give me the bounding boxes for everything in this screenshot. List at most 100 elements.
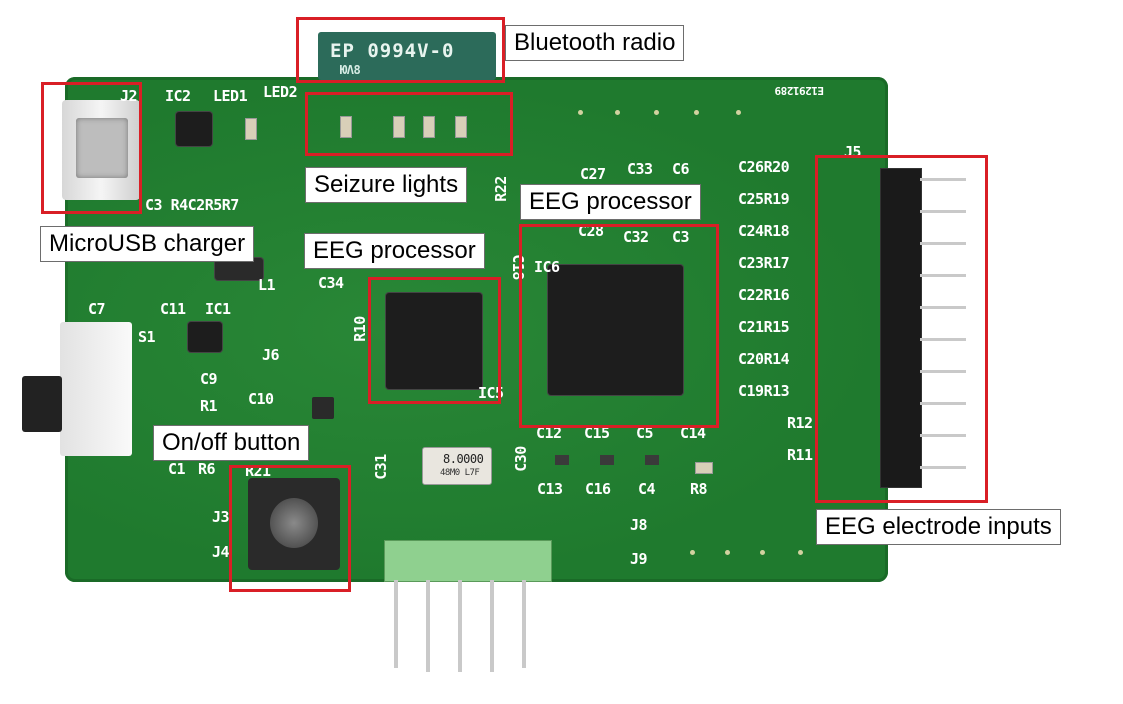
silk-c20r14: C20R14 bbox=[738, 350, 790, 368]
bottom-header-pins bbox=[384, 580, 550, 676]
smd-part bbox=[600, 455, 614, 465]
silk-j2: J2 bbox=[120, 87, 138, 105]
smd-part bbox=[645, 455, 659, 465]
highlight-electrodes bbox=[815, 155, 988, 503]
silk-c4: C4 bbox=[638, 480, 656, 498]
highlight-onoff bbox=[229, 465, 351, 592]
silk-c21r15: C21R15 bbox=[738, 318, 790, 336]
silk-led2: LED2 bbox=[263, 83, 298, 101]
silk-c13: C13 bbox=[537, 480, 563, 498]
label-microusb-charger: MicroUSB charger bbox=[40, 226, 255, 262]
crystal-oscillator bbox=[422, 447, 492, 485]
silk-c24r18: C24R18 bbox=[738, 222, 790, 240]
via bbox=[694, 110, 699, 115]
crystal-subtext: 48M0 L7F bbox=[440, 468, 480, 478]
silk-c6: C6 bbox=[672, 160, 690, 178]
silk-r1: R1 bbox=[200, 397, 218, 415]
l1-inductor bbox=[215, 258, 263, 280]
silk-r22: R22 bbox=[491, 176, 510, 202]
highlight-seizure-lights bbox=[305, 92, 513, 156]
silk-c33: C33 bbox=[627, 160, 653, 178]
silk-c5: C5 bbox=[636, 424, 654, 442]
silk-c9: C9 bbox=[200, 370, 218, 388]
silk-j9: J9 bbox=[630, 550, 648, 568]
silk-c34: C34 bbox=[318, 274, 344, 292]
label-onoff-button: On/off button bbox=[153, 425, 310, 461]
silk-c22r16: C22R16 bbox=[738, 286, 790, 304]
crystal-text: 8.0000 bbox=[443, 452, 484, 466]
silk-c25r19: C25R19 bbox=[738, 190, 790, 208]
led-component bbox=[393, 116, 405, 138]
silk-c7: C7 bbox=[88, 300, 106, 318]
silk-c16: C16 bbox=[585, 480, 611, 498]
silk-r8: R8 bbox=[690, 480, 708, 498]
highlight-microusb bbox=[41, 82, 142, 214]
bottom-header bbox=[384, 540, 552, 582]
via bbox=[798, 550, 803, 555]
silk-c11: C11 bbox=[160, 300, 186, 318]
via bbox=[654, 110, 659, 115]
silk-c3r4: C3 R4C2R5R7 bbox=[145, 196, 239, 214]
electrode-header bbox=[838, 168, 978, 488]
led-component bbox=[245, 118, 257, 140]
silk-c14: C14 bbox=[680, 424, 706, 442]
silk-j3: J3 bbox=[212, 508, 230, 526]
push-button-cap bbox=[270, 498, 318, 548]
power-switch-lever bbox=[22, 376, 62, 432]
silk-ic6: IC6 bbox=[534, 258, 560, 276]
silk-c15: C15 bbox=[584, 424, 610, 442]
via bbox=[725, 550, 730, 555]
via bbox=[760, 550, 765, 555]
silk-l1: L1 bbox=[258, 276, 276, 294]
label-eeg-electrode-inputs: EEG electrode inputs bbox=[816, 509, 1061, 545]
silk-s1: S1 bbox=[138, 328, 156, 346]
silk-c30: C30 bbox=[511, 446, 530, 472]
silk-top-right-code: E1291289 bbox=[775, 84, 824, 97]
silk-j6: J6 bbox=[262, 346, 280, 364]
ic6-chip bbox=[548, 265, 683, 395]
label-eeg-processor-left: EEG processor bbox=[304, 233, 485, 269]
silk-c19r13: C19R13 bbox=[738, 382, 790, 400]
led-component bbox=[423, 116, 435, 138]
silk-c12: C12 bbox=[536, 424, 562, 442]
small-tact-button bbox=[312, 397, 334, 419]
label-seizure-lights: Seizure lights bbox=[305, 167, 468, 203]
via bbox=[615, 110, 620, 115]
silk-j8: J8 bbox=[630, 516, 648, 534]
silk-c32: C32 bbox=[623, 228, 649, 246]
label-bluetooth-radio: Bluetooth radio bbox=[505, 25, 685, 61]
ic2-chip bbox=[176, 112, 212, 146]
silk-j4: J4 bbox=[212, 543, 230, 561]
silk-c31: C31 bbox=[371, 454, 390, 480]
highlight-eeg-processor-right bbox=[519, 224, 719, 428]
bluetooth-module-text: EP 0994V-0 bbox=[330, 40, 455, 62]
smd-part bbox=[695, 462, 713, 474]
label-eeg-processor-right: EEG processor bbox=[520, 184, 701, 220]
silk-r6: R6 bbox=[198, 460, 216, 478]
electrode-pins bbox=[880, 178, 966, 488]
silk-c3b: C3 bbox=[672, 228, 690, 246]
bluetooth-module-subtext: ЮΛ8 bbox=[340, 63, 361, 77]
silk-r11: R11 bbox=[787, 446, 813, 464]
silk-r12: R12 bbox=[787, 414, 813, 432]
microusb-port bbox=[76, 118, 128, 178]
silk-c23r17: C23R17 bbox=[738, 254, 790, 272]
highlight-bluetooth bbox=[296, 17, 505, 83]
silk-ic5: IC5 bbox=[478, 384, 504, 402]
bluetooth-module bbox=[318, 32, 496, 80]
led-component bbox=[455, 116, 467, 138]
via bbox=[736, 110, 741, 115]
silk-c10: C10 bbox=[248, 390, 274, 408]
ic5-chip bbox=[386, 293, 482, 389]
silk-led1: LED1 bbox=[213, 87, 248, 105]
silk-ic2: IC2 bbox=[165, 87, 191, 105]
silk-c27: C27 bbox=[580, 165, 606, 183]
ic1-chip bbox=[188, 322, 222, 352]
smd-part bbox=[555, 455, 569, 465]
via bbox=[690, 550, 695, 555]
power-switch bbox=[60, 322, 132, 456]
led-component bbox=[340, 116, 352, 138]
highlight-eeg-processor-left bbox=[368, 277, 501, 404]
silk-r10: R10 bbox=[350, 316, 369, 342]
via bbox=[578, 110, 583, 115]
